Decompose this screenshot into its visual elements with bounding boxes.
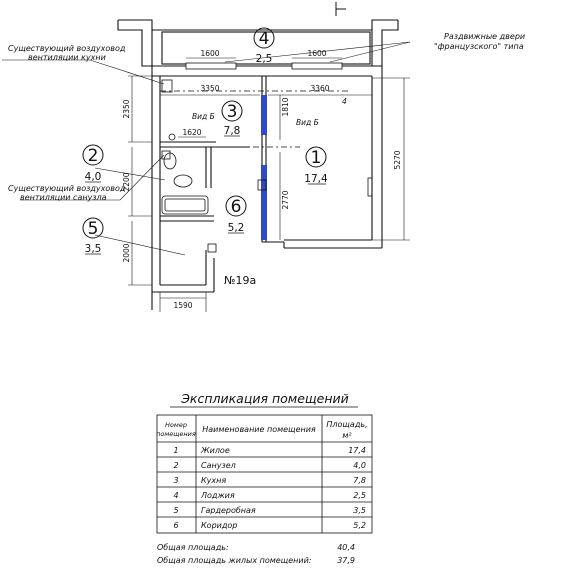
- room-markers: [82, 27, 327, 239]
- table-title: Экспликация помещений: [180, 391, 349, 406]
- dimension-labels: 1600 1600 3350 3360 1620 1810 2770 5270 …: [122, 49, 402, 310]
- svg-text:2000: 2000: [122, 243, 131, 262]
- room-3-number: 3: [227, 102, 238, 122]
- fixtures: [161, 79, 373, 253]
- svg-text:17,4: 17,4: [348, 446, 366, 455]
- room-2-area: 4,0: [85, 171, 102, 183]
- svg-text:1620: 1620: [182, 128, 201, 137]
- ventilation-duct-bath: [161, 150, 171, 160]
- svg-text:7,8: 7,8: [353, 476, 366, 485]
- room-3-area: 7,8: [224, 125, 241, 137]
- svg-text:5: 5: [173, 506, 178, 515]
- blue-partitions: [261, 95, 267, 240]
- table-row: 3 Кухня 7,8: [173, 476, 366, 485]
- dimension-lines: [128, 57, 410, 312]
- section-marker: [335, 2, 346, 16]
- table-grid: [156, 414, 373, 534]
- svg-text:Площадь,: Площадь,: [326, 420, 367, 429]
- windows: [185, 62, 343, 70]
- mark-4: 4: [342, 97, 347, 106]
- table-row: 6 Коридор 5,2: [173, 521, 366, 530]
- svg-text:2770: 2770: [281, 190, 290, 209]
- svg-text:1600: 1600: [200, 49, 219, 58]
- sink-icon: [173, 174, 193, 188]
- svg-text:2,5: 2,5: [353, 491, 366, 500]
- svg-text:Наименование помещения: Наименование помещения: [202, 425, 316, 434]
- view-b-right: Вид Б: [296, 118, 319, 127]
- svg-text:3,5: 3,5: [353, 506, 366, 515]
- table-row: 4 Лоджия 2,5: [173, 491, 366, 500]
- living-area-label: Общая площадь жилых помещений:: [157, 556, 312, 565]
- svg-text:помещения: помещения: [156, 430, 196, 438]
- doors-line2: "французского" типа: [434, 42, 524, 51]
- svg-text:1: 1: [173, 446, 178, 455]
- total-area-value: 40,4: [337, 543, 355, 552]
- room-1-number: 1: [311, 148, 322, 168]
- svg-text:4,0: 4,0: [353, 461, 366, 470]
- vent-kitchen-line1: Существующий воздуховод: [8, 44, 126, 53]
- room-5-area: 3,5: [85, 243, 102, 255]
- svg-text:3360: 3360: [310, 84, 329, 93]
- svg-text:3: 3: [173, 476, 178, 485]
- annotations: Существующий воздуховод вентиляции кухни…: [8, 32, 525, 287]
- room-4-number: 4: [259, 29, 270, 49]
- vent-bath-line1: Существующий воздуховод: [8, 184, 126, 193]
- svg-text:Номер: Номер: [165, 421, 187, 429]
- svg-text:1590: 1590: [173, 301, 192, 310]
- ventilation-duct-kitchen: [161, 79, 173, 93]
- svg-text:Лоджия: Лоджия: [200, 491, 235, 500]
- svg-text:1600: 1600: [307, 49, 326, 58]
- svg-text:3350: 3350: [200, 84, 219, 93]
- table-row: 1 Жилое 17,4: [173, 446, 366, 455]
- svg-text:Жилое: Жилое: [200, 446, 230, 455]
- svg-text:1810: 1810: [281, 97, 290, 116]
- svg-text:6: 6: [173, 521, 178, 530]
- leader-lines: [2, 41, 411, 256]
- vent-bath-line2: вентиляции санузла: [20, 193, 107, 202]
- total-area-label: Общая площадь:: [157, 543, 229, 552]
- room-6-number: 6: [231, 197, 242, 217]
- svg-text:м²: м²: [342, 431, 352, 440]
- svg-text:Санузел: Санузел: [201, 461, 236, 470]
- table-totals: Общая площадь: 40,4 Общая площадь жилых …: [157, 543, 355, 565]
- table-rows: 1 Жилое 17,4 2 Санузел 4,0 3 Кухня 7,8 4…: [173, 446, 366, 530]
- svg-text:4: 4: [173, 491, 178, 500]
- view-b-left: Вид Б: [192, 112, 215, 121]
- svg-text:Гардеробная: Гардеробная: [201, 506, 256, 515]
- living-area-value: 37,9: [337, 556, 355, 565]
- apartment-label: №19а: [224, 274, 256, 287]
- table-row: 5 Гардеробная 3,5: [173, 506, 366, 515]
- toilet-icon: [163, 152, 177, 170]
- svg-text:5270: 5270: [393, 150, 402, 169]
- room-1-area: 17,4: [304, 173, 328, 185]
- room-2-number: 2: [88, 146, 99, 166]
- vent-kitchen-line2: вентиляции кухни: [28, 53, 106, 62]
- walls: [117, 19, 399, 310]
- room-4-area: 2,5: [256, 53, 273, 65]
- table-row: 2 Санузел 4,0: [173, 461, 366, 470]
- svg-text:5,2: 5,2: [353, 521, 366, 530]
- table-header: Номер помещения Наименование помещения П…: [156, 420, 367, 440]
- doors-line1: Раздвижные двери: [444, 32, 525, 41]
- svg-text:Коридор: Коридор: [201, 521, 237, 530]
- room-6-area: 5,2: [228, 222, 245, 234]
- room-labels: 4 2,5 3 7,8 2 4,0 1 17,4 5 3,5 6 5,2: [85, 29, 328, 255]
- svg-text:2200: 2200: [122, 172, 131, 191]
- svg-text:Кухня: Кухня: [201, 476, 226, 485]
- room-5-number: 5: [88, 219, 99, 239]
- svg-text:2350: 2350: [122, 99, 131, 118]
- bathtub-icon: [161, 195, 209, 215]
- axis-lines: [160, 90, 350, 148]
- stove-marker: [168, 133, 176, 141]
- svg-text:2: 2: [173, 461, 178, 470]
- underlines: [85, 63, 326, 255]
